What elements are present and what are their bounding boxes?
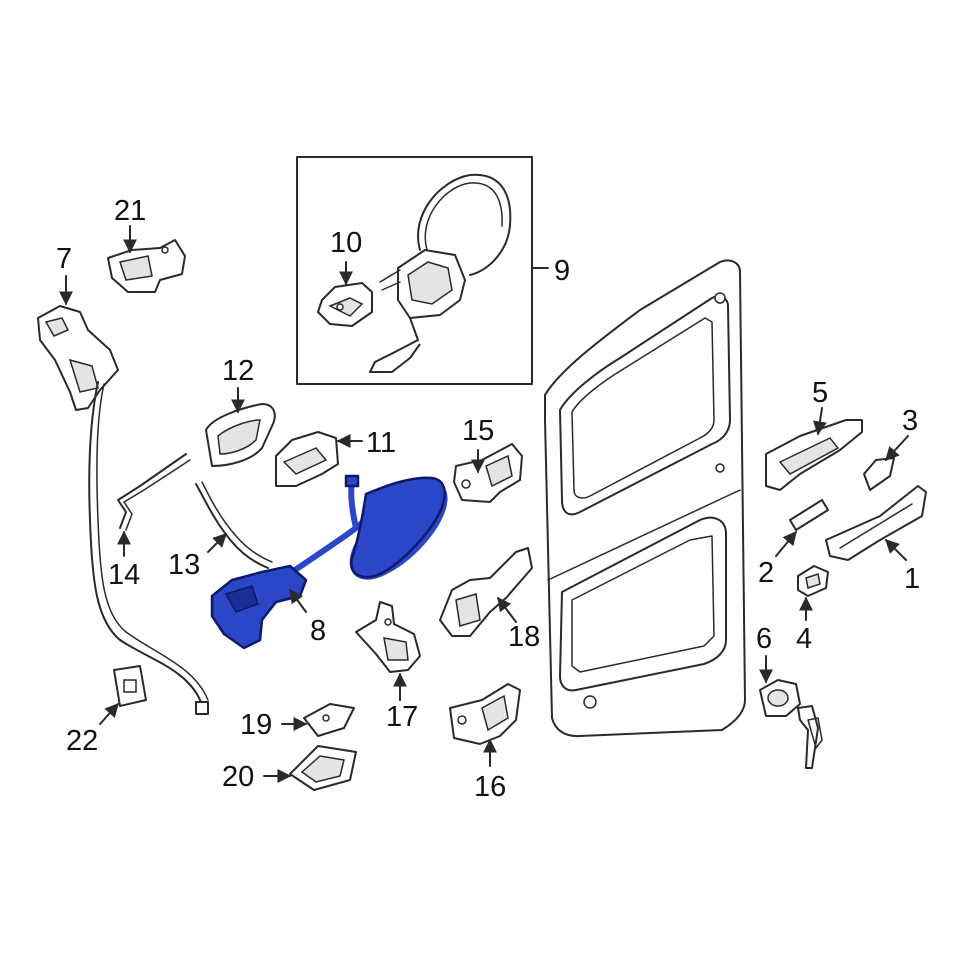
part-6-lock-cylinder[interactable] [759,679,823,769]
part-9-latch-assembly[interactable] [369,173,512,373]
part-22-striker[interactable] [113,665,147,707]
callout-2[interactable]: 2 [758,557,774,589]
part-2-gasket[interactable] [789,499,829,531]
callout-13[interactable]: 13 [168,549,200,581]
callout-19[interactable]: 19 [240,709,272,741]
part-19-striker-plate[interactable] [303,703,355,737]
callout-21[interactable]: 21 [114,195,146,227]
part-4-cap[interactable] [797,565,829,597]
callout-14[interactable]: 14 [108,559,140,591]
callout-18[interactable]: 18 [508,621,540,653]
part-20-shim[interactable] [289,745,357,791]
part-10-latch-cover[interactable] [317,282,373,327]
part-12-inner-handle[interactable] [205,403,276,467]
callout-7[interactable]: 7 [56,243,72,275]
part-17-bracket[interactable] [355,601,421,673]
part-16-hinge[interactable] [449,683,521,745]
inset-box-9 [296,156,549,385]
part-8-door-lock-actuator[interactable] [210,474,448,650]
callout-8[interactable]: 8 [310,615,326,647]
part-18-hinge-arm[interactable] [439,547,533,637]
callout-10[interactable]: 10 [330,227,362,259]
part-13-rod[interactable] [195,481,273,569]
callout-20[interactable]: 20 [222,761,254,793]
callout-5[interactable]: 5 [812,377,828,409]
callout-6[interactable]: 6 [756,623,772,655]
callout-3[interactable]: 3 [902,405,918,437]
callout-4[interactable]: 4 [796,623,812,655]
part-7-upper-hinge[interactable] [37,305,209,715]
callout-17[interactable]: 17 [386,701,418,733]
sliding-door-panel [544,259,746,738]
part-14-rod[interactable] [117,453,191,531]
part-1-outside-handle[interactable] [825,485,927,561]
callout-9[interactable]: 9 [554,255,570,287]
callout-22[interactable]: 22 [66,725,98,757]
part-11-cover[interactable] [275,431,339,487]
leader-lines [59,225,909,783]
part-5-handle-base[interactable] [765,419,863,491]
part-3-bezel[interactable] [863,457,895,491]
part-21-bracket[interactable] [107,239,186,293]
callout-11[interactable]: 11 [366,427,396,459]
callout-15[interactable]: 15 [462,415,494,447]
part-15-hinge[interactable] [453,443,523,503]
callout-16[interactable]: 16 [474,771,506,803]
callout-labels: 1 2 3 4 5 6 7 8 9 10 11 12 13 14 15 16 1… [56,195,920,803]
callout-12[interactable]: 12 [222,355,254,387]
callout-1[interactable]: 1 [904,563,920,595]
